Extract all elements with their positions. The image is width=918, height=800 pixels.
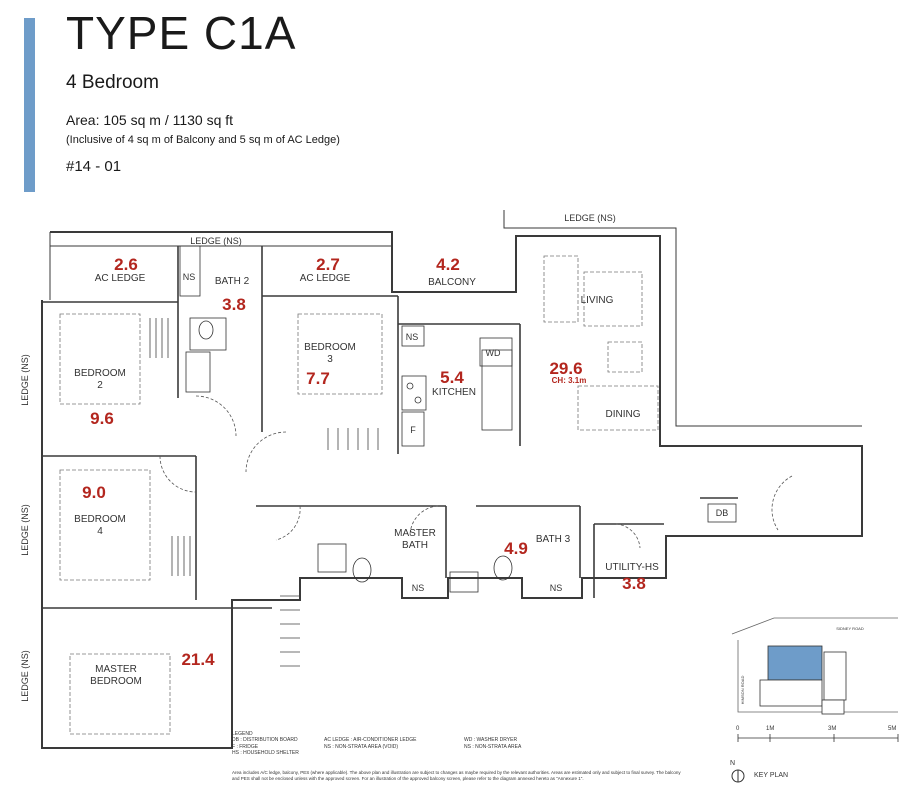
legend-title: LEGEND <box>232 731 253 737</box>
room-label-utility: UTILITY-HS <box>605 562 659 573</box>
key-plan-map <box>731 617 898 715</box>
room-label-balcony: BALCONY <box>428 277 476 288</box>
room-area-bath-3: 4.9 <box>504 539 528 558</box>
legend-col-1: DB : DISTRIBUTION BOARD F : FRIDGE HS : … <box>232 737 299 757</box>
legend-item: HS : HOUSEHOLD SHELTER <box>232 750 299 756</box>
unit-type-title: TYPE C1A <box>66 7 297 59</box>
room-area-kitchen: 5.4 <box>440 368 464 387</box>
fixture-db: DB <box>716 508 729 518</box>
room-area-bedroom-2: 9.6 <box>90 409 114 428</box>
fixture-ns-master-bath: NS <box>412 583 425 593</box>
room-label-master-bath-2: BATH <box>402 540 428 551</box>
fixture-ns-kitchen: NS <box>406 332 419 342</box>
fixture-wd: WD <box>486 348 501 358</box>
scale-tick-5m: 5M <box>888 726 897 732</box>
ledge-label-left-2: LEDGE (NS) <box>20 504 30 556</box>
room-label-ac-ledge-1: AC LEDGE <box>95 273 146 284</box>
room-area-bedroom-4: 9.0 <box>82 483 106 502</box>
room-label-bath-3: BATH 3 <box>536 534 571 545</box>
room-label-master-bedroom-2: BEDROOM <box>90 676 142 687</box>
legend-item: DB : DISTRIBUTION BOARD <box>232 737 298 743</box>
legend-item: AC LEDGE : AIR-CONDITIONER LEDGE <box>324 737 417 743</box>
room-label-kitchen: KITCHEN <box>432 387 476 398</box>
right-ledge-outline <box>503 210 862 427</box>
legend-col-3: WD : WASHER DRYER NS : NON-STRATA AREA <box>464 737 521 750</box>
ledge-label-left-3: LEDGE (NS) <box>20 650 30 702</box>
accent-bar <box>24 18 35 192</box>
room-label-master-bath: MASTER <box>394 528 436 539</box>
room-number-bedroom-3: 3 <box>327 354 333 365</box>
top-ledge-outline <box>49 232 392 300</box>
key-plan-label: KEY PLAN <box>754 772 789 779</box>
unit-number: #14 - 01 <box>66 158 122 175</box>
disclaimer-footnote: Area includes A/C ledge, balcony, PES (w… <box>232 770 681 781</box>
outer-wall <box>41 231 863 749</box>
room-label-bedroom-3: BEDROOM <box>304 342 356 353</box>
room-area-balcony: 4.2 <box>436 255 460 274</box>
legend-item: F : FRIDGE <box>232 743 259 750</box>
ledge-label-top-right: LEDGE (NS) <box>564 213 616 223</box>
fixture-ns-bath-3: NS <box>550 583 563 593</box>
room-area-living: 29.6 <box>549 359 582 378</box>
room-label-master-bedroom: MASTER <box>95 664 137 675</box>
room-area-bedroom-3: 7.7 <box>306 369 330 388</box>
room-number-bedroom-4: 4 <box>97 526 103 537</box>
area-inclusion-note: (Inclusive of 4 sq m of Balcony and 5 sq… <box>66 134 340 146</box>
legend-item: NS : NON-STRATA AREA <box>464 743 522 750</box>
scale-tick-0: 0 <box>736 726 740 732</box>
legend-item: WD : WASHER DRYER <box>464 737 518 743</box>
north-arrow-icon <box>731 769 745 783</box>
room-label-dining: DINING <box>606 409 641 420</box>
room-area-bath-2: 3.8 <box>222 295 246 314</box>
ledge-label-top-left: LEDGE (NS) <box>190 236 242 246</box>
room-label-bedroom-2: BEDROOM <box>74 368 126 379</box>
scale-tick-3m: 3M <box>828 726 837 732</box>
scale-tick-1m: 1M <box>766 726 775 732</box>
room-label-living: LIVING <box>581 295 614 306</box>
ledge-label-left-1: LEDGE (NS) <box>20 354 30 406</box>
room-label-ac-ledge-2: AC LEDGE <box>300 273 351 284</box>
key-plan-road-left: HIMSON ROAD <box>740 676 745 705</box>
legend-item: NS : NON-STRATA AREA (VOID) <box>324 743 398 750</box>
ceiling-height-living: CH: 3.1m <box>552 376 587 385</box>
unit-area: Area: 105 sq m / 1130 sq ft <box>66 112 234 128</box>
room-number-bedroom-2: 2 <box>97 380 103 391</box>
room-area-ac-ledge-2: 2.7 <box>316 255 340 274</box>
room-area-master-bedroom: 21.4 <box>181 650 215 669</box>
north-label: N <box>730 760 736 767</box>
room-label-bath-2: BATH 2 <box>215 276 250 287</box>
legend-col-2: AC LEDGE : AIR-CONDITIONER LEDGE NS : NO… <box>324 737 417 750</box>
fixture-ns-bath2: NS <box>183 272 196 282</box>
legend: LEGEND DB : DISTRIBUTION BOARD F : FRIDG… <box>232 731 521 756</box>
bedroom-count: 4 Bedroom <box>66 72 159 93</box>
key-plan-road-top: SIDNEY ROAD <box>836 626 864 631</box>
scale-bar <box>737 734 899 742</box>
fixture-fridge: F <box>410 425 416 435</box>
room-area-ac-ledge-1: 2.6 <box>114 255 138 274</box>
room-area-utility: 3.8 <box>622 574 646 593</box>
room-label-bedroom-4: BEDROOM <box>74 514 126 525</box>
